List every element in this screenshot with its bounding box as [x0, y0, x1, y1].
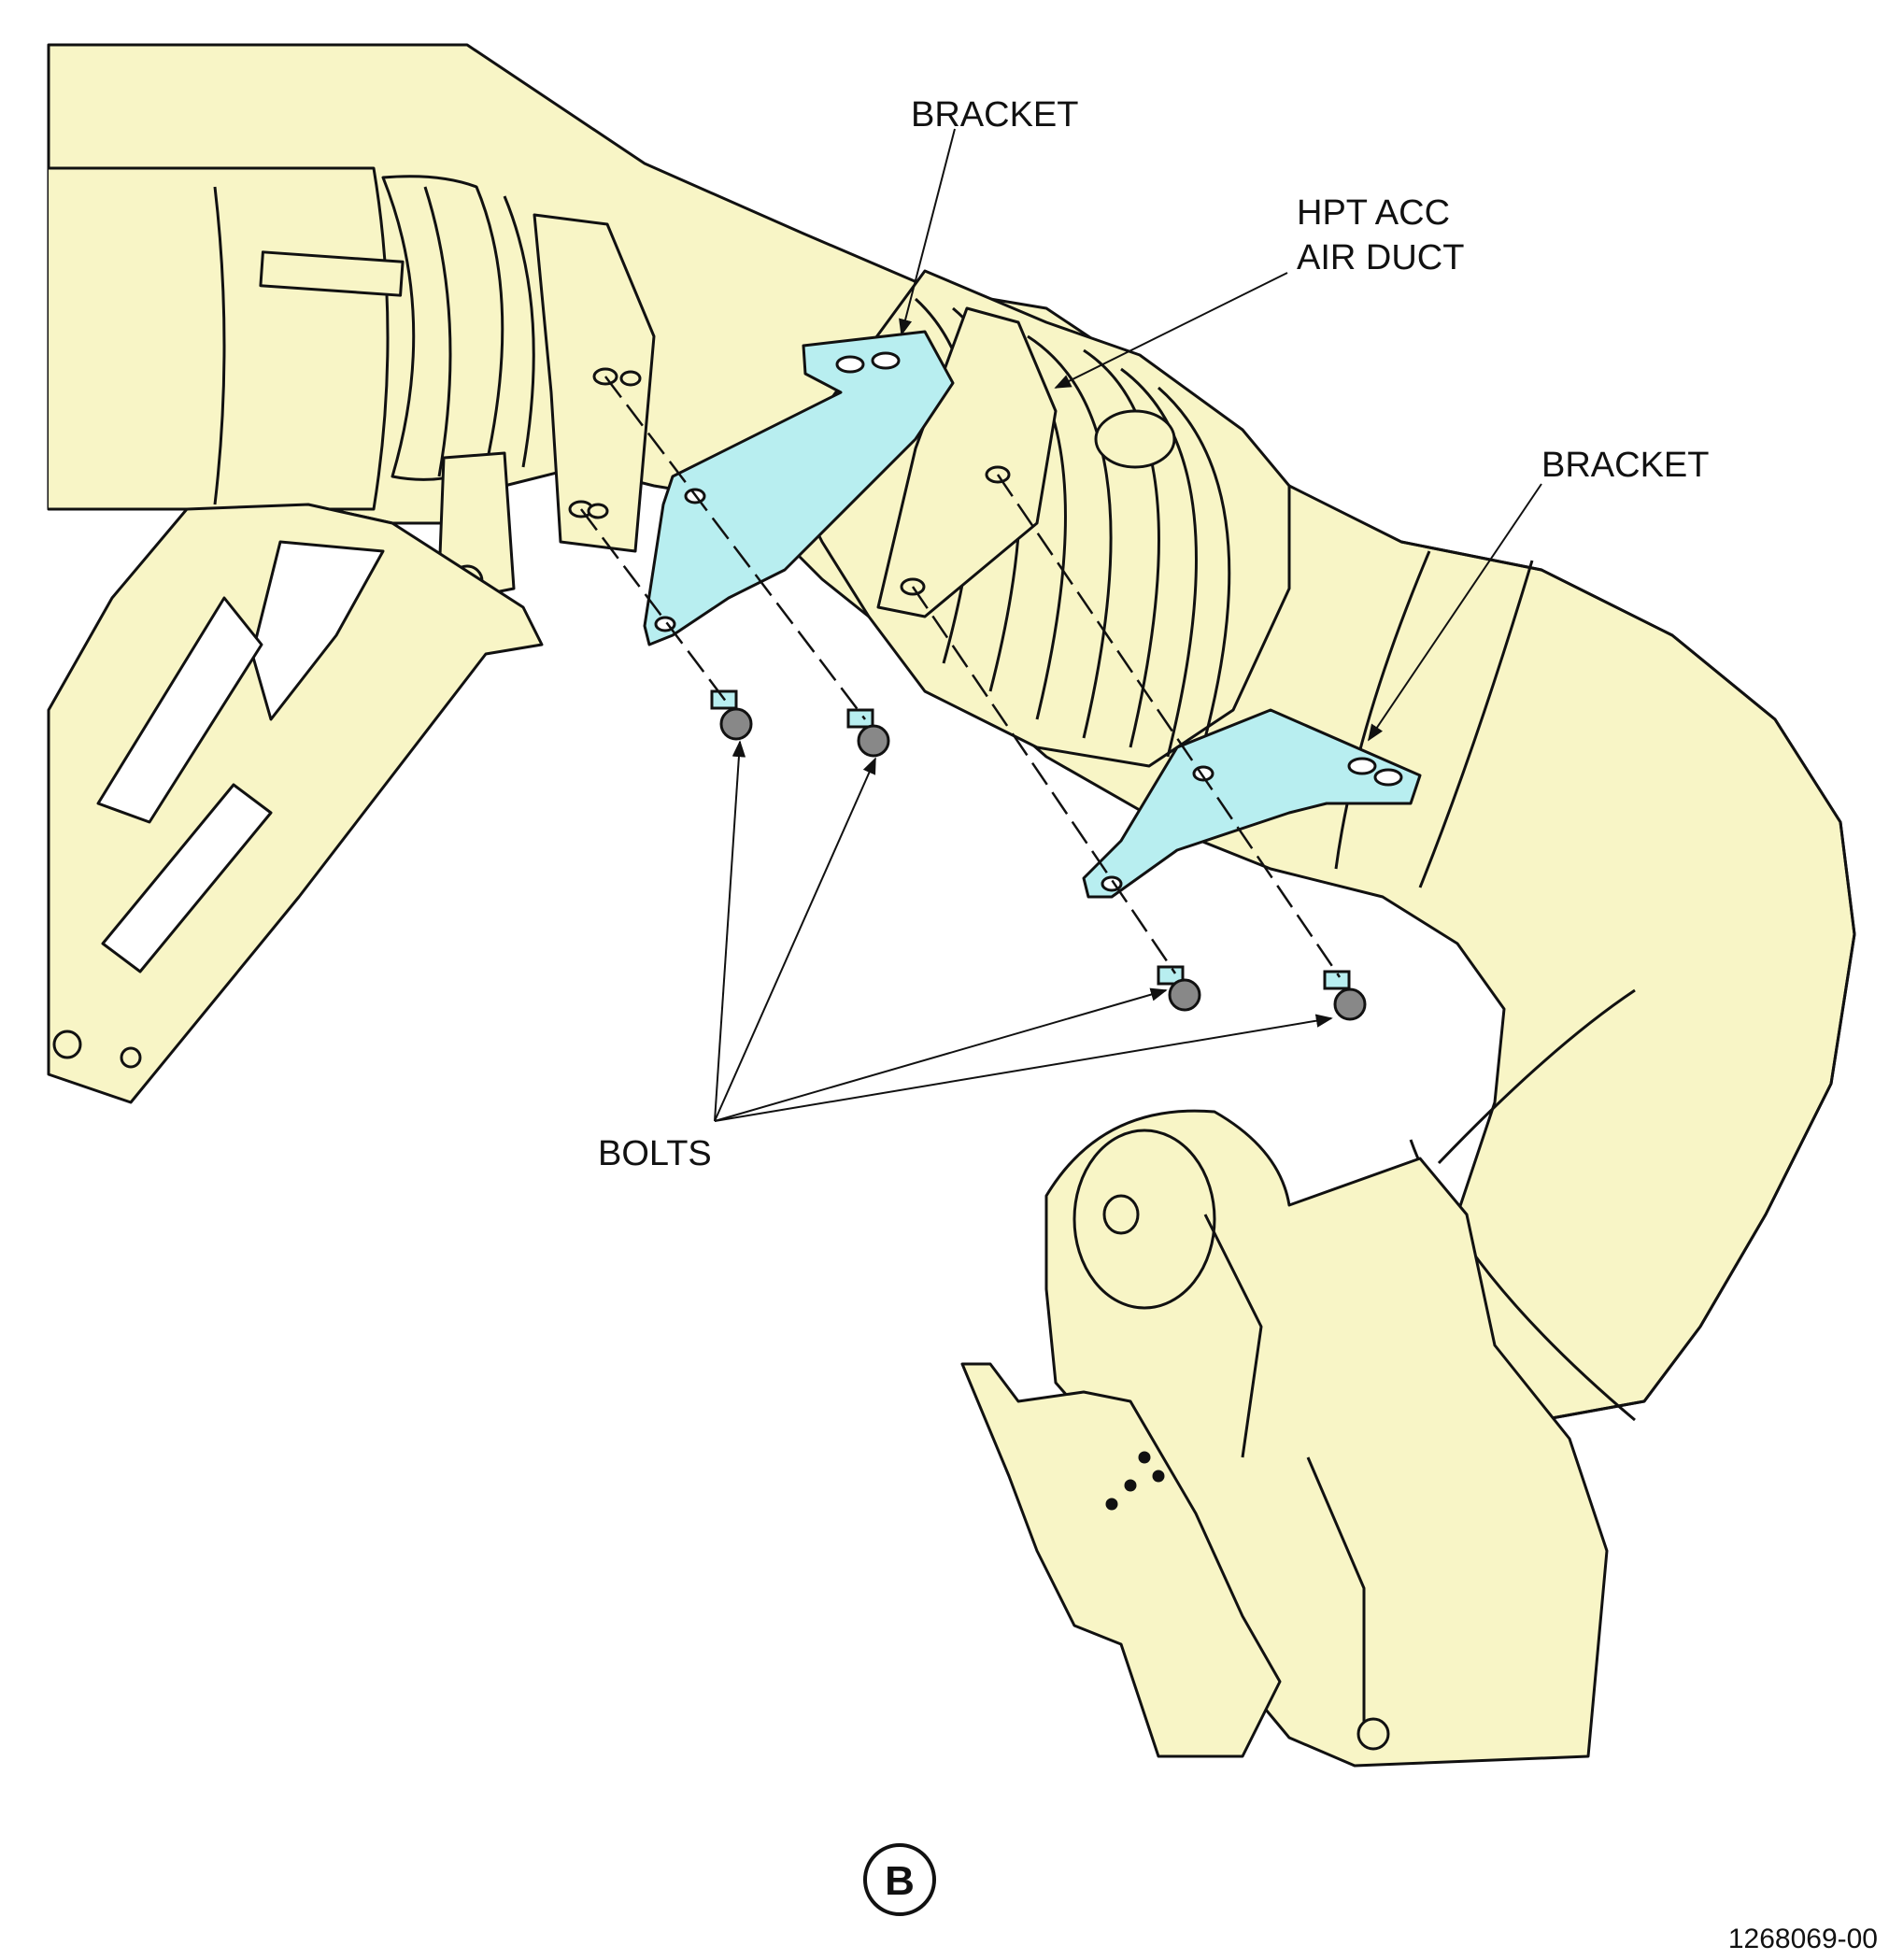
upper-bracket — [643, 330, 955, 646]
bolt-1 — [710, 689, 753, 741]
duct-label-plate — [259, 250, 405, 297]
callout-duct-line1: HPT ACC — [1297, 193, 1450, 233]
callout-duct-line2: AIR DUCT — [1297, 238, 1464, 277]
bolt-centerlines — [580, 376, 1342, 978]
bolt-3 — [1157, 965, 1201, 1012]
leader-lines — [714, 128, 1542, 1122]
valve-port — [1072, 1129, 1216, 1310]
view-letter-circle — [863, 1843, 936, 1916]
callout-bracket-upper: BRACKET — [911, 95, 1078, 135]
figure-number: 1268069-00 — [1728, 1924, 1878, 1954]
callout-bracket-lower: BRACKET — [1541, 446, 1709, 485]
left-duct-end — [49, 166, 390, 511]
view-letter: B — [885, 1858, 915, 1904]
support-frame — [47, 503, 544, 1104]
callout-bolts: BOLTS — [598, 1134, 712, 1173]
lower-elbow-duct — [1400, 540, 1856, 1422]
duct-flange-left — [533, 213, 656, 553]
bolt-4 — [1323, 970, 1367, 1021]
lower-bracket — [1082, 708, 1422, 899]
bolts — [710, 689, 1367, 1021]
structure-drawing — [47, 43, 1856, 1768]
brackets — [643, 330, 1422, 899]
duct-flange-middle — [876, 306, 1058, 618]
mount-plate — [960, 1362, 1282, 1758]
bolt-2 — [846, 708, 890, 758]
